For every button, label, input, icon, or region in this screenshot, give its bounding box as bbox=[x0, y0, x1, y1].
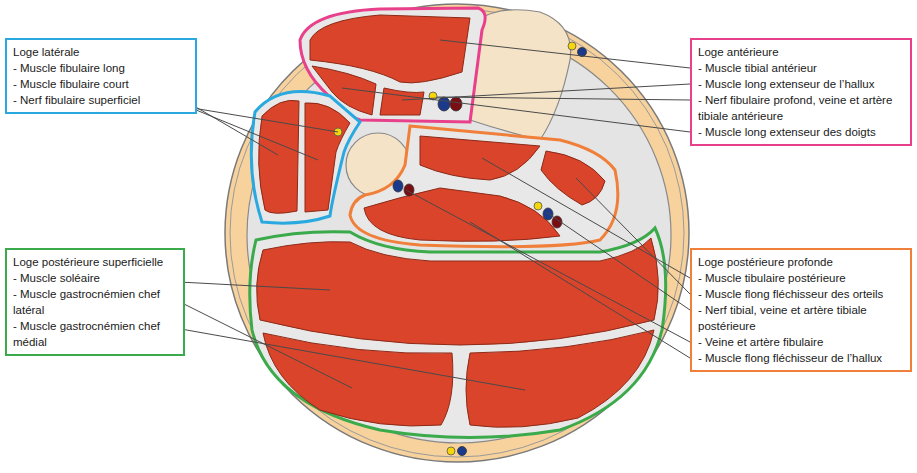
leader-line bbox=[437, 97, 690, 100]
legend-line: Loge antérieure bbox=[698, 44, 904, 60]
legend-line: - Muscle tibulaire postérieure bbox=[698, 270, 904, 286]
leader-line bbox=[164, 326, 525, 390]
saphenous-nerve bbox=[568, 42, 576, 50]
superficial-fibular-nerve bbox=[334, 128, 342, 136]
structure-label: - Muscle fibulaire court bbox=[13, 78, 129, 90]
skin-inner bbox=[230, 9, 684, 457]
compartment-legend-box: Loge latérale - Muscle fibulaire long - Mu… bbox=[5, 38, 197, 114]
fibular-vein bbox=[393, 180, 403, 192]
fibularis-brevis bbox=[305, 103, 350, 212]
legend-line: - Muscle soléaire bbox=[13, 270, 177, 286]
leader-line bbox=[406, 190, 690, 342]
fibula-bone bbox=[346, 133, 410, 197]
legend-line: - Nerf fibulaire superficiel bbox=[13, 92, 189, 108]
legend-line: - Muscle fibulaire long bbox=[13, 60, 189, 76]
leader-line bbox=[402, 84, 690, 100]
compartment-legend-box: Loge postérieure profonde - Muscle tibula… bbox=[690, 248, 912, 372]
legend-line: - Muscle flong fléchisseur de l’hallux bbox=[698, 350, 904, 366]
posterior-tibial-artery bbox=[552, 216, 562, 228]
legend-line: - Muscle long extenseur de l’hallux bbox=[698, 76, 904, 92]
compartment-title: Loge antérieure bbox=[698, 46, 779, 58]
deep-posterior-compartment bbox=[350, 126, 618, 247]
tibialis-posterior bbox=[420, 136, 540, 180]
legend-line: - Muscle tibial antérieur bbox=[698, 60, 904, 76]
structure-label: - Nerf fibulaire profond, veine et artèr… bbox=[698, 94, 892, 122]
fibular-artery bbox=[404, 184, 414, 196]
legend-line: - Muscle gastrocnémien chef latéral bbox=[13, 286, 177, 318]
structure-label: - Muscle long extenseur des doigts bbox=[698, 126, 876, 138]
structure-label: - Muscle gastrocnémien chef latéral bbox=[13, 288, 160, 316]
structure-label: - Muscle soléaire bbox=[13, 272, 100, 284]
structure-label: - Veine et artère fibulaire bbox=[698, 336, 823, 348]
compartment-legend-box: Loge postérieure superficielle - Muscle s… bbox=[5, 248, 185, 356]
deep-fibular-nerve bbox=[429, 92, 437, 100]
structure-label: - Muscle gastrocnémien chef médial bbox=[13, 320, 160, 348]
gastrocnemius-lateral-head bbox=[263, 333, 453, 426]
structure-label: - Muscle flong fléchisseur des orteils bbox=[698, 288, 883, 300]
great-saphenous-vein bbox=[578, 48, 587, 57]
legend-line: - Muscle gastrocnémien chef médial bbox=[13, 318, 177, 350]
leader-line bbox=[342, 88, 690, 132]
tibia-bone bbox=[470, 10, 571, 140]
legend-line: - Muscle flong fléchisseur des orteils bbox=[698, 286, 904, 302]
gastrocnemius-medial-head bbox=[466, 330, 654, 427]
legend-line: Loge postérieure superficielle bbox=[13, 254, 177, 270]
posterior-tibial-vein bbox=[543, 208, 553, 220]
superficial-posterior-compartment bbox=[250, 228, 666, 438]
leader-line bbox=[576, 178, 690, 294]
legend-line: - Muscle fibulaire court bbox=[13, 76, 189, 92]
compartment-title: Loge postérieure superficielle bbox=[13, 256, 163, 268]
anterior-tibial-vein bbox=[438, 97, 450, 111]
legend-line: - Muscle long extenseur des doigts bbox=[698, 124, 904, 140]
leader-line bbox=[164, 294, 352, 388]
structure-label: - Muscle flong fléchisseur de l’hallux bbox=[698, 352, 882, 364]
flexor-digitorum-longus bbox=[541, 151, 605, 205]
extensor-hallucis-longus bbox=[380, 88, 424, 115]
tibial-nerve bbox=[534, 202, 542, 210]
skin bbox=[225, 4, 689, 462]
structure-label: - Muscle fibulaire long bbox=[13, 62, 125, 74]
leader-line bbox=[470, 222, 690, 358]
flexor-hallucis-longus bbox=[364, 188, 560, 241]
legend-line: Loge postérieure profonde bbox=[698, 254, 904, 270]
compartment-title: Loge latérale bbox=[13, 46, 80, 58]
fibularis-longus bbox=[259, 100, 299, 213]
structure-label: - Muscle tibial antérieur bbox=[698, 62, 817, 74]
structure-label: - Muscle tibulaire postérieure bbox=[698, 272, 846, 284]
structure-label: - Muscle long extenseur de l’hallux bbox=[698, 78, 874, 90]
small-saphenous-vein bbox=[458, 447, 467, 456]
legend-line: - Nerf tibial, veine et artère tibiale p… bbox=[698, 302, 904, 334]
legend-line: - Nerf fibulaire profond, veine et artèr… bbox=[698, 92, 904, 124]
sural-nerve bbox=[447, 447, 455, 455]
leader-line bbox=[440, 40, 690, 68]
compartment-legend-box: Loge antérieure - Muscle tibial antérieur… bbox=[690, 38, 912, 146]
leader-line bbox=[546, 212, 690, 310]
legend-line: Loge latérale bbox=[13, 44, 189, 60]
leader-line bbox=[482, 158, 690, 278]
soleus bbox=[257, 238, 659, 345]
anterior-tibial-artery bbox=[450, 97, 462, 111]
structure-label: - Nerf fibulaire superficiel bbox=[13, 94, 140, 106]
lateral-compartment bbox=[251, 92, 360, 224]
legend-line: - Veine et artère fibulaire bbox=[698, 334, 904, 350]
compartment-title: Loge postérieure profonde bbox=[698, 256, 833, 268]
structure-label: - Nerf tibial, veine et artère tibiale p… bbox=[698, 304, 867, 332]
